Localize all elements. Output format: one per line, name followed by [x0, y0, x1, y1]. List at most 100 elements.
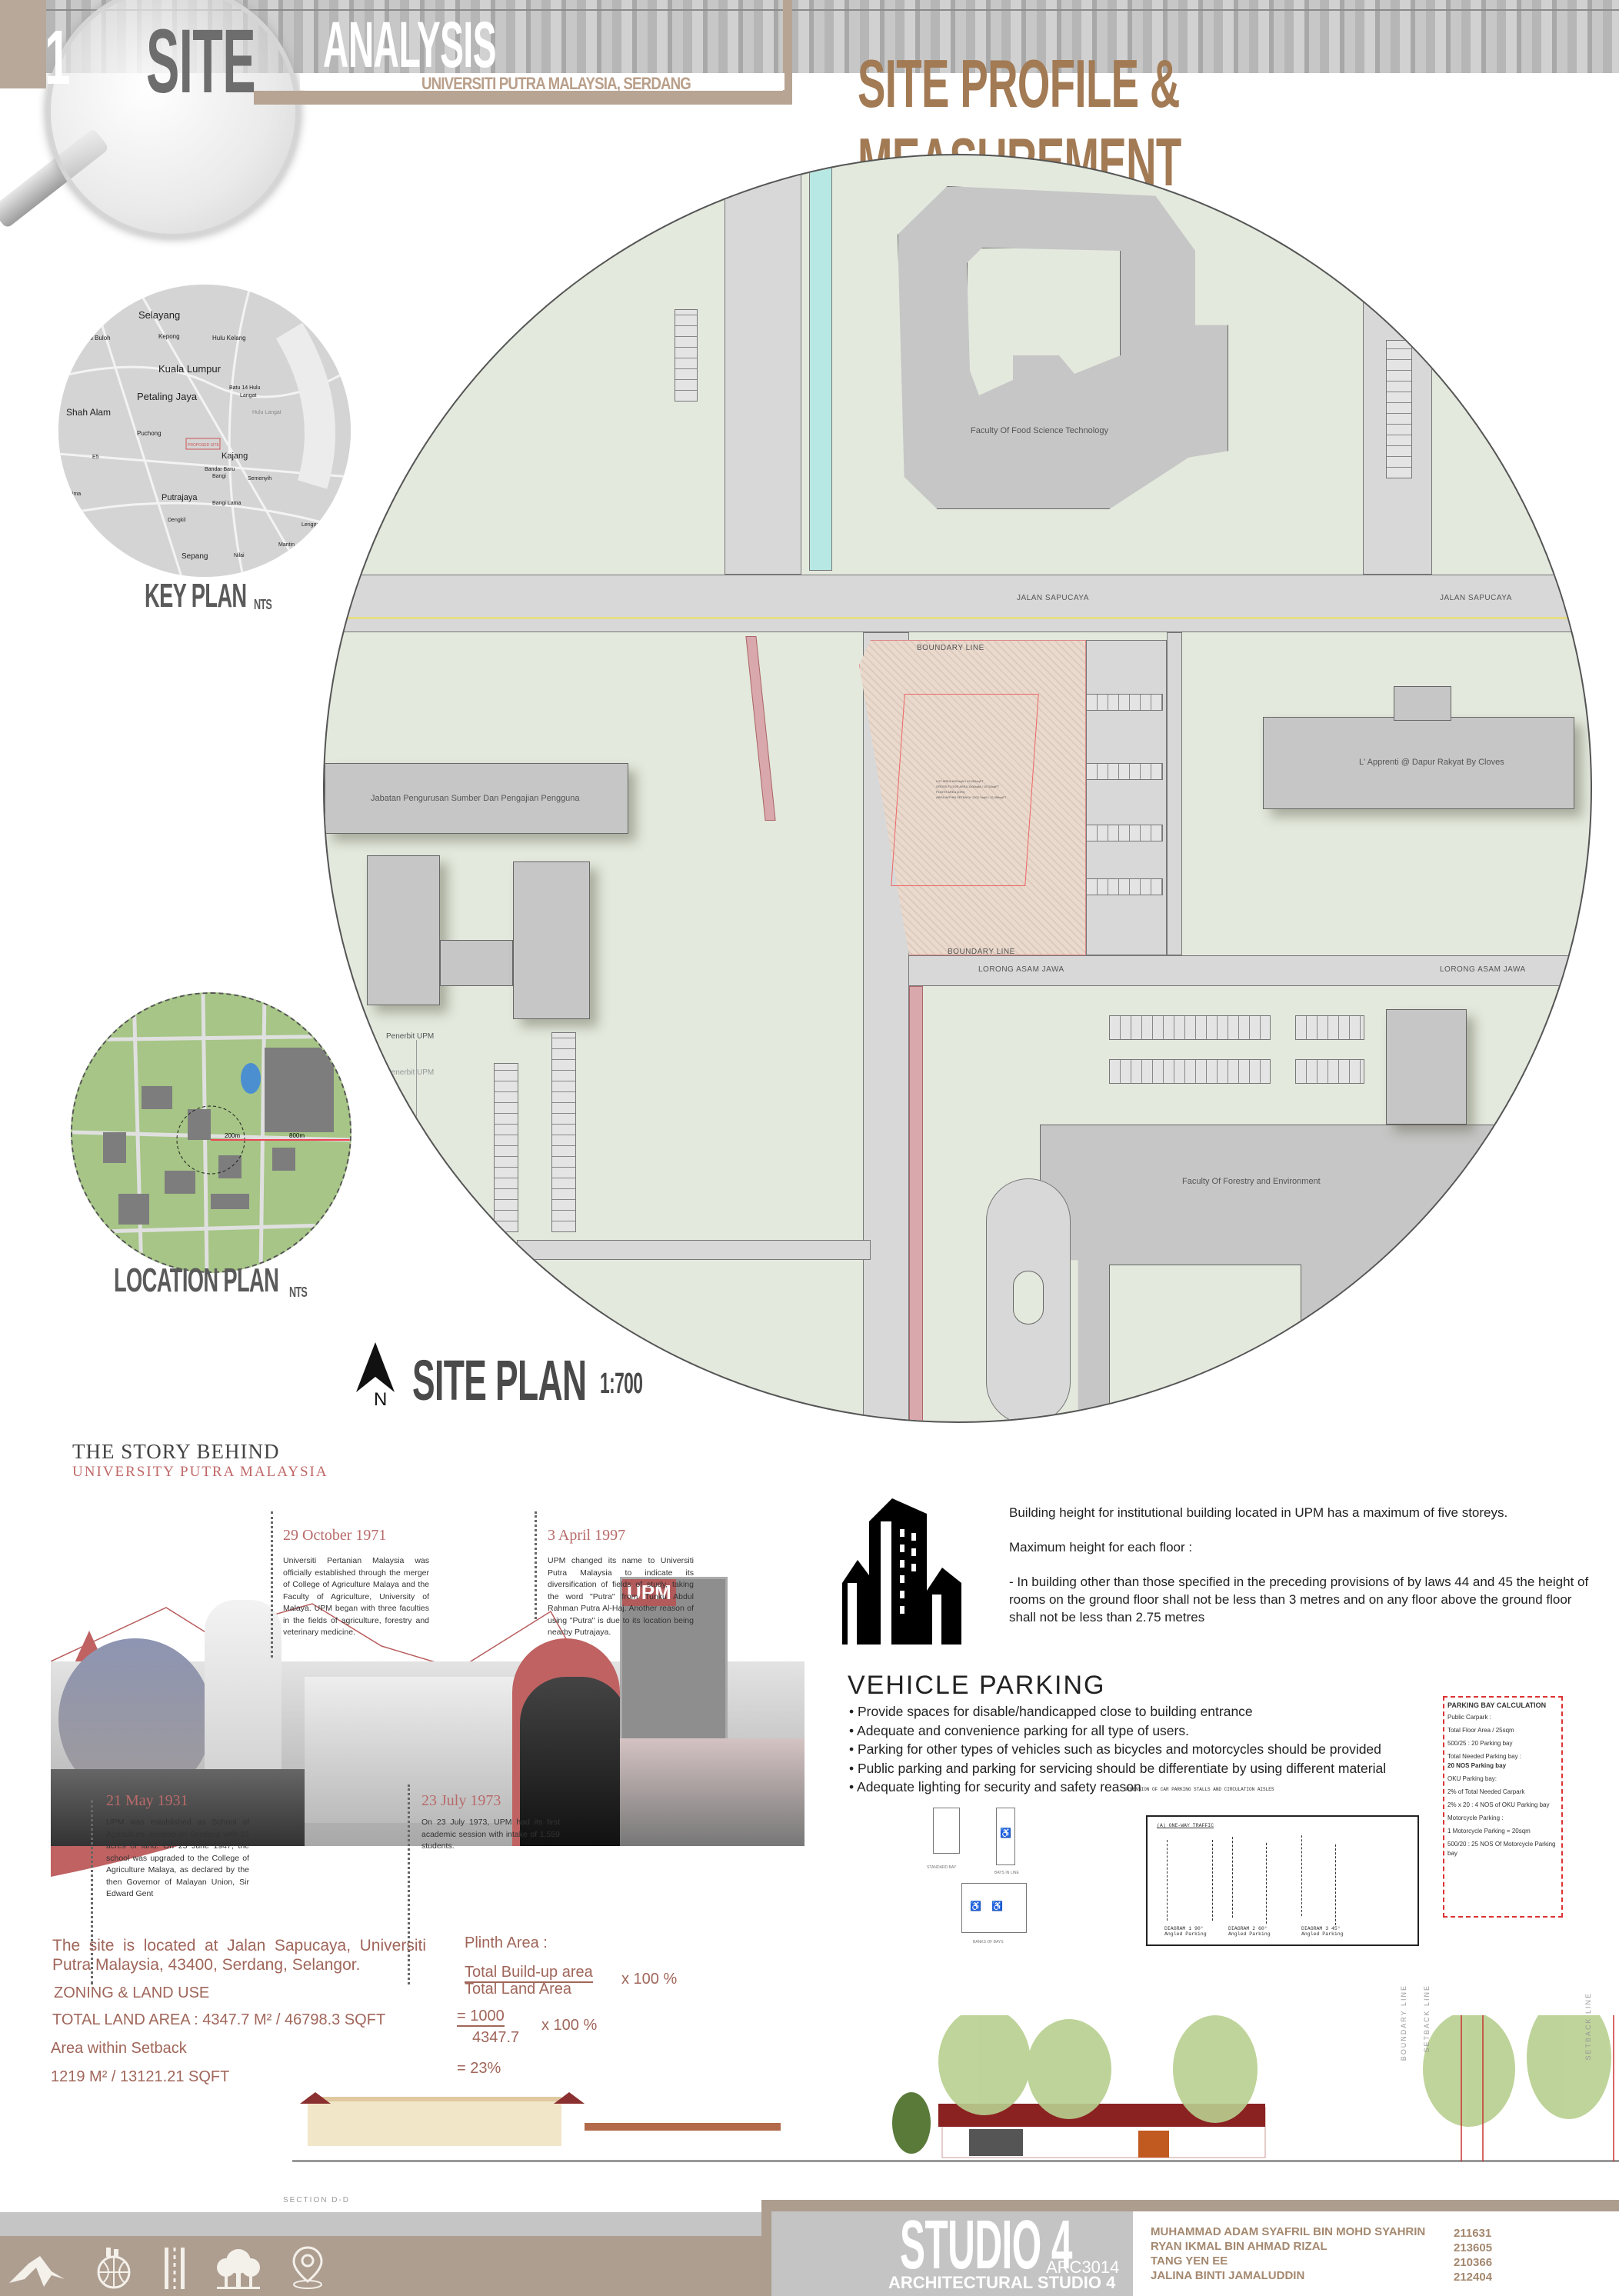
site-location-text: The site is located at Jalan Sapucaya, U… [52, 1937, 426, 1974]
svg-text:Shah Alam: Shah Alam [66, 407, 111, 418]
parking-rule: • Adequate lighting for security and saf… [849, 1779, 1141, 1794]
calc-line: Total Needed Parking bay : [1447, 1753, 1522, 1760]
header-subtitle: UNIVERSITI PUTRA MALAYSIA, SERDANG [421, 74, 691, 93]
parking-bay-calculation: PARKING BAY CALCULATION Public Carpark :… [1443, 1696, 1563, 1918]
building-apprenti [1263, 717, 1574, 809]
upm-logo-text: UPM [622, 1579, 676, 1606]
road-label-jalan-sapucaya: JALAN SAPUCAYA [1017, 594, 1089, 602]
svg-text:Dengkil: Dengkil [168, 518, 186, 523]
section-d-d-drawing [292, 1996, 1619, 2169]
member-name: RYAN IKMAL BIN AHMAD RIZAL [1151, 2240, 1328, 2253]
oku-label: BANKS OF BAYS [973, 1940, 1004, 1944]
svg-text:Langat: Langat [240, 393, 256, 398]
oku-label: STANDARD BAY [927, 1865, 957, 1870]
diagram-45 [1301, 1834, 1336, 1926]
svg-text:Sungai Buloh: Sungai Buloh [74, 335, 111, 342]
site-plan-drawing: JALAN SAPUCAYA JALAN SAPUCAYA LORONG ASA… [323, 154, 1592, 1423]
building-height-icon [842, 1498, 961, 1645]
svg-text:Selayang: Selayang [138, 309, 180, 321]
diagram-90 [1167, 1840, 1213, 1921]
location-plan-scale: NTS [289, 1285, 308, 1300]
building-block-east [513, 861, 590, 1019]
plinth-times-2: x 100 % [541, 2017, 598, 2034]
site-data-setback: AREA WITHIN SETBACK 1202.7sqM / 12,956sq… [936, 795, 1007, 799]
road-label-lorong-asam-jawa: LORONG ASAM JAWA [978, 965, 1064, 974]
photo-putra-mosque [620, 1738, 805, 1846]
portrait-tunku-abdul-rahman [520, 1677, 628, 1846]
calc-line: OKU Parking bay: [1447, 1775, 1497, 1782]
diagram-1-label: DIAGRAM 1 90° Angled Parking [1164, 1926, 1207, 1937]
location-plan-campus: 200m 800m [72, 994, 350, 1271]
parking-southeast-3 [1295, 1015, 1364, 1040]
boundary-line-label-bottom: BOUNDARY LINE [948, 948, 1015, 956]
location-pin-icon [292, 2246, 323, 2289]
location-plan-map: 200m 800m [71, 992, 351, 1273]
parking-aisle [1086, 640, 1167, 955]
event-date-1971: 29 October 1971 [283, 1527, 387, 1544]
event-text-1997: UPM changed its name to Universiti Putra… [548, 1556, 694, 1637]
key-plan-title: KEY PLAN [145, 577, 247, 615]
mountain-icon [9, 2256, 65, 2287]
key-plan-roads: Selayang Sungai Buloh Kepong Hulu Kelang… [58, 285, 351, 577]
one-way-traffic-label: (A) ONE-WAY TRAFFIC [1157, 1823, 1214, 1828]
course-code: ARC3014 [1046, 2258, 1120, 2277]
parking-southeast-2 [1109, 1059, 1271, 1084]
history-photo-collage: UPM [51, 1577, 805, 1846]
plinth-num-value: = 1000 [457, 2008, 505, 2027]
parking-bays-2 [1086, 763, 1163, 780]
site-plan-title: SITE PLAN [412, 1348, 587, 1412]
zoning-label: ZONING & LAND USE [54, 1984, 210, 2001]
studio-panel-white [1133, 2211, 1619, 2296]
photo-students-tractor [51, 1769, 305, 1846]
team-member-ids: 211631 213605 210366 212404 [1454, 2226, 1492, 2284]
svg-text:Putrajaya: Putrajaya [162, 493, 198, 502]
site-data-lot-area: LOT AREA 4021sqM / 43,281sqFT [936, 779, 984, 783]
svg-text:E5: E5 [92, 455, 99, 460]
building-jabatan-sains [325, 309, 428, 363]
svg-text:Bandar Baru: Bandar Baru [205, 467, 235, 472]
svg-text:Bangi: Bangi [212, 474, 226, 479]
footer-icons [9, 2246, 325, 2289]
svg-text:Hulu Kelang: Hulu Kelang [212, 335, 246, 342]
svg-text:Jenjarom: Jenjarom [58, 516, 81, 522]
key-plan-scale: NTS [254, 597, 272, 612]
studio-title: STUDIO 4 [900, 2207, 1072, 2284]
road-label-jalan-sapucaya-2: JALAN SAPUCAYA [1440, 594, 1512, 602]
member-name: JALINA BINTI JAMALUDDIN [1151, 2269, 1305, 2282]
radius-200-label: 200m [225, 1132, 240, 1139]
site-data-block: LOT AREA 4021sqM / 43,281sqFT GROSS FLOO… [936, 778, 1006, 800]
courtyard-forestry [1109, 1265, 1301, 1421]
svg-text:Petaling Jaya: Petaling Jaya [137, 391, 198, 402]
north-label: N [374, 1389, 388, 1410]
story-subheading: UNIVERSITY PUTRA MALAYSIA [72, 1464, 328, 1480]
title-site: SITE [146, 11, 256, 112]
svg-text:Kuala Lumpur: Kuala Lumpur [158, 363, 222, 375]
parking-northeast [1386, 340, 1412, 478]
magnifier-lens-icon [46, 0, 300, 238]
calc-line: Public Carpark : [1447, 1714, 1491, 1721]
event-date-1997: 3 April 1997 [548, 1527, 626, 1544]
setback-line [891, 694, 1039, 886]
key-plan-map: Selayang Sungai Buloh Kepong Hulu Kelang… [58, 285, 351, 577]
member-id: 212404 [1454, 2271, 1493, 2284]
canal [809, 155, 832, 571]
header-rule [0, 9, 1619, 11]
trees-icon [217, 2249, 260, 2289]
parking-diagram-title: DIMENSION OF CAR PARKING STALLS AND CIRC… [1124, 1787, 1274, 1792]
label-forestry: Faculty Of Forestry and Environment [1182, 1177, 1321, 1186]
parking-bays-3 [1086, 825, 1163, 841]
label-food-science: Faculty Of Food Science Technology [971, 426, 1108, 435]
standard-bay [933, 1808, 960, 1854]
event-text-1971: Universiti Pertanian Malaysia was offici… [283, 1556, 429, 1637]
header-bracket [783, 0, 792, 105]
penerbit-plot [325, 1040, 417, 1348]
total-land-area: TOTAL LAND AREA : 4347.7 M² / 46798.3 SQ… [52, 2011, 386, 2028]
svg-text:Lenggeng: Lenggeng [301, 522, 325, 528]
walkway-west [745, 636, 776, 821]
building-jabatan-pengurusan [325, 763, 628, 834]
building-block-west [367, 855, 440, 1005]
member-name: MUHAMMAD ADAM SYAFRIL BIN MOHD SYAHRIN [1151, 2225, 1426, 2238]
road-east-connector [1167, 632, 1182, 955]
plinth-denominator: Total Land Area [465, 1981, 571, 1998]
parking-bays-1 [1086, 694, 1163, 711]
